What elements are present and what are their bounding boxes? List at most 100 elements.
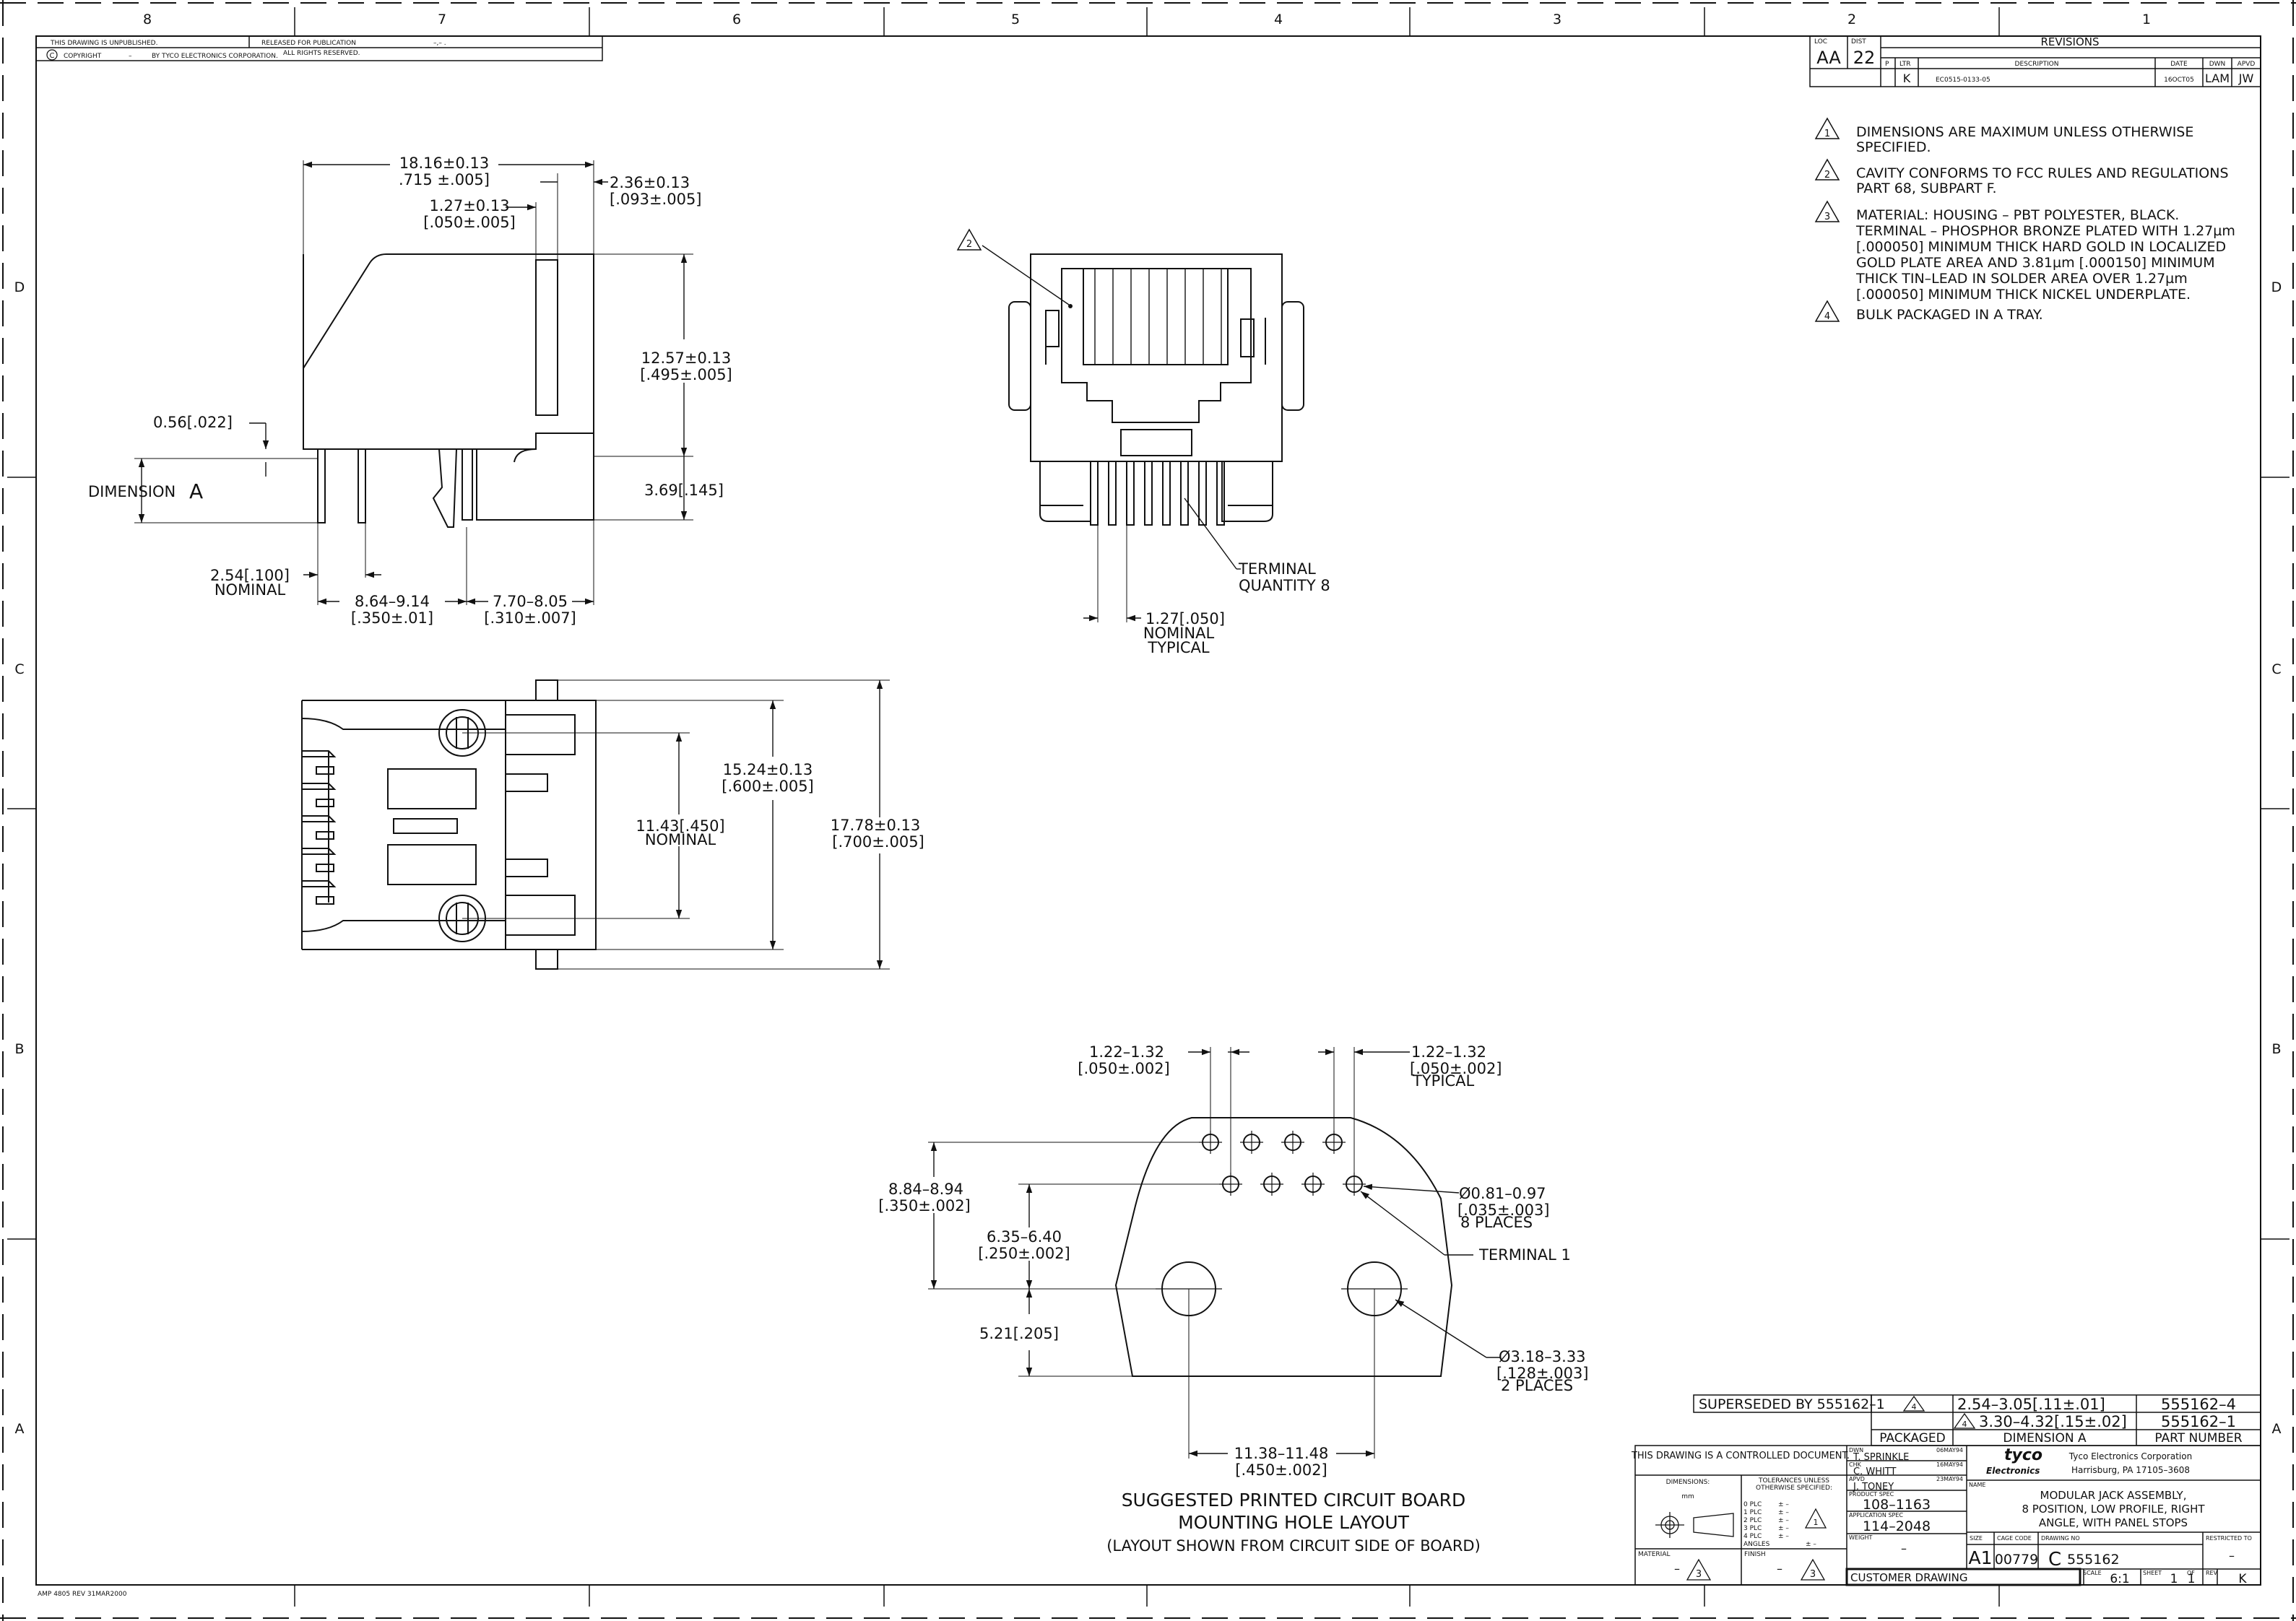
dimensions-unit: mm <box>1681 1493 1694 1500</box>
svg-text:APPLICATION SPEC: APPLICATION SPEC <box>1849 1512 1903 1518</box>
checked-by: C. WHITT <box>1853 1466 1897 1477</box>
scale-value: 6:1 <box>2110 1572 2129 1586</box>
dim-height: 12.57±0.13 <box>641 349 731 367</box>
svg-text:PRODUCT SPEC: PRODUCT SPEC <box>1849 1491 1894 1498</box>
svg-text:CAGE CODE: CAGE CODE <box>1997 1535 2032 1542</box>
svg-text:3: 3 <box>1696 1569 1702 1580</box>
parts-row: 4 3.30–4.32[.15±.02] 555162–1 <box>1953 1412 2236 1430</box>
row-label: A <box>2272 1421 2282 1437</box>
product-spec: 108–1163 <box>1863 1497 1931 1513</box>
svg-text:REV: REV <box>2206 1570 2218 1576</box>
finish-value: – <box>1777 1562 1782 1576</box>
revision-date: 16OCT05 <box>2164 77 2194 84</box>
svg-text:APVD: APVD <box>1849 1476 1865 1482</box>
row-label: D <box>14 279 25 295</box>
svg-text:1: 1 <box>1824 129 1830 139</box>
company-name: Tyco Electronics Corporation <box>2068 1451 2192 1461</box>
dim-slot-offset: 1.27±0.13 <box>429 197 509 214</box>
parts-row: 4 2.54–3.05[.11±.01] 555162–4 <box>1902 1395 2236 1413</box>
row-label: B <box>14 1041 24 1057</box>
column-label: 3 <box>1553 12 1561 27</box>
svg-text:2: 2 <box>1824 170 1830 181</box>
dim-pin-pitch-note: NOMINAL <box>215 581 286 599</box>
svg-text:16MAY94: 16MAY94 <box>1936 1461 1963 1468</box>
svg-text:OF: OF <box>2187 1570 2195 1576</box>
note-triangle-icon <box>1902 1395 1925 1412</box>
svg-text:± –: ± – <box>1778 1501 1789 1508</box>
drawing-title-3: ANGLE, WITH PANEL STOPS <box>2039 1516 2188 1529</box>
top-view: 11.43[.450] NOMINAL 15.24±0.13 [.600±.00… <box>301 679 924 970</box>
note-line: THICK TIN–LEAD IN SOLDER AREA OVER 1.27µ… <box>1855 271 2188 287</box>
part-number-header: PART NUMBER <box>2154 1431 2242 1446</box>
pcb-layout: 1.22–1.32 [.050±.002] 1.22–1.32 [.050±.0… <box>878 1043 1588 1555</box>
svg-text:DWN: DWN <box>1849 1447 1863 1453</box>
dimensions-label: DIMENSIONS: <box>1666 1479 1710 1486</box>
note-line: TERMINAL – PHOSPHOR BRONZE PLATED WITH 1… <box>1855 223 2235 239</box>
finish-label: FINISH <box>1744 1551 1766 1558</box>
third-angle-projection-icon <box>1655 1512 1734 1538</box>
note-line: MATERIAL: HOUSING – PBT POLYESTER, BLACK… <box>1856 207 2179 223</box>
dim-overall-width-inch: [.700±.005] <box>832 833 924 851</box>
column-label: 7 <box>438 12 446 27</box>
approved-by: J. TONEY <box>1853 1482 1894 1492</box>
dim-body-width-inch: [.600±.005] <box>722 778 814 795</box>
note-2: 2 CAVITY CONFORMS TO FCC RULES AND REGUL… <box>1814 158 2229 196</box>
loc-value: AA <box>1816 48 1841 68</box>
svg-text:3: 3 <box>1824 212 1830 222</box>
brand-logo-tyco: tyco <box>2004 1446 2042 1464</box>
note-triangle-icon <box>1814 300 1840 322</box>
svg-text:CHK: CHK <box>1849 1461 1862 1468</box>
dim-pin-to-post-inch: [.350±.01] <box>351 609 433 627</box>
note-line: [.000050] MINIMUM THICK HARD GOLD IN LOC… <box>1856 239 2226 255</box>
note-line: GOLD PLATE AREA AND 3.81µm [.000150] MIN… <box>1856 255 2215 271</box>
svg-text:± –: ± – <box>1778 1533 1789 1540</box>
dim-overall-length: 18.16±0.13 <box>399 155 489 172</box>
revision-value: K <box>2238 1572 2247 1586</box>
note-line: DIMENSIONS ARE MAXIMUM UNLESS OTHERWISE <box>1856 124 2193 140</box>
svg-text:4 PLC: 4 PLC <box>1743 1533 1762 1540</box>
dim-terminal-pitch: 1.27[.050] <box>1145 610 1225 627</box>
brand-logo-electronics: Electronics <box>1986 1466 2040 1476</box>
row-label: B <box>2271 1041 2281 1057</box>
dim-row2-to-mount-inch: [.250±.002] <box>978 1245 1070 1262</box>
pcb-caption-line2: MOUNTING HOLE LAYOUT <box>1178 1512 1410 1533</box>
dim-mount-to-edge: 5.21[.205] <box>979 1325 1059 1342</box>
note-3: 3 MATERIAL: HOUSING – PBT POLYESTER, BLA… <box>1814 200 2235 303</box>
dim-overall-width: 17.78±0.13 <box>831 817 920 834</box>
apvd-label: APVD <box>2237 61 2256 68</box>
controlled-document: THIS DRAWING IS A CONTROLLED DOCUMENT. <box>1631 1451 1850 1461</box>
rights-text: ALL RIGHTS RESERVED. <box>283 50 360 57</box>
copyright-icon <box>46 49 58 61</box>
svg-text:4: 4 <box>1962 1420 1967 1429</box>
application-spec: 114–2048 <box>1863 1518 1931 1534</box>
terminal-1-label: TERMINAL 1 <box>1478 1246 1571 1264</box>
company-address: Harrisburg, PA 17105–3608 <box>2071 1465 2190 1475</box>
restricted-value: – <box>2229 1549 2235 1563</box>
column-label: 1 <box>2142 12 2151 27</box>
dwn-label: DWN <box>2209 61 2226 68</box>
note-triangle-icon <box>1814 158 1840 181</box>
note-line: PART 68, SUBPART F. <box>1856 181 1997 196</box>
note-triangle-icon <box>1800 1558 1826 1581</box>
general-notes: 1 DIMENSIONS ARE MAXIMUM UNLESS OTHERWIS… <box>1814 117 2235 323</box>
dimension-a-letter: A <box>189 479 203 503</box>
note-triangle-icon <box>1814 200 1840 222</box>
name-label: NAME <box>1969 1482 1985 1488</box>
revisions-title: REVISIONS <box>2040 35 2099 48</box>
dim-body-width: 15.24±0.13 <box>723 761 813 778</box>
dim-mount-spacing: 11.38–11.48 <box>1234 1445 1329 1462</box>
column-label: 5 <box>1011 12 1020 27</box>
released-text: RELEASED FOR PUBLICATION <box>261 40 356 47</box>
dim-terminal-pitch-note: NOMINAL <box>1143 625 1215 642</box>
note-triangle-icon <box>1953 1412 1976 1429</box>
dim-mount-diameter-inch: [.128±.003] <box>1496 1365 1589 1382</box>
copyright-year: – <box>129 53 132 60</box>
svg-text:WEIGHT: WEIGHT <box>1849 1534 1873 1541</box>
material-value: – <box>1674 1562 1680 1576</box>
tolerances-label: TOLERANCES UNLESS <box>1758 1477 1829 1485</box>
svg-text:± –: ± – <box>1778 1509 1789 1516</box>
superseded-note: SUPERSEDED BY 555162–1 <box>1699 1396 1885 1412</box>
row-label: D <box>2271 279 2282 295</box>
